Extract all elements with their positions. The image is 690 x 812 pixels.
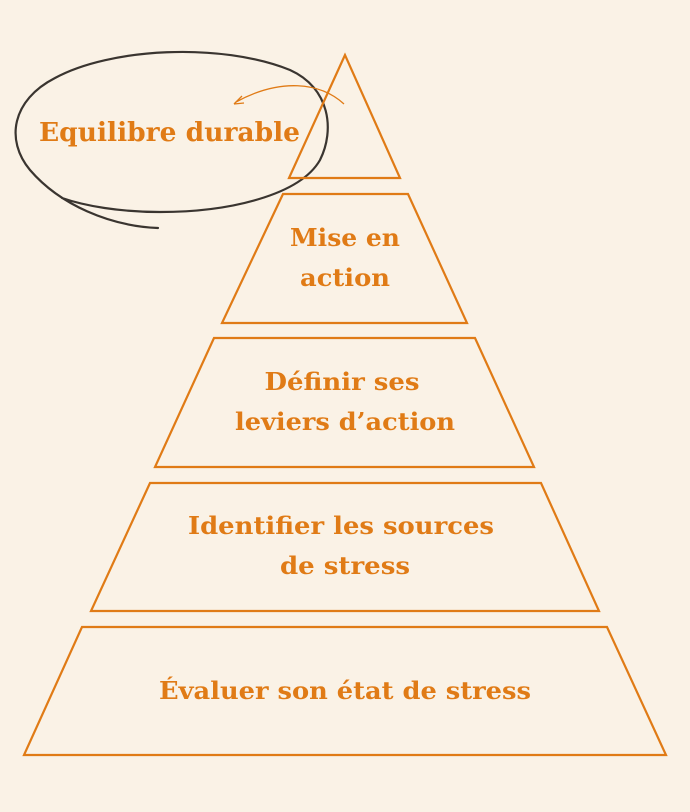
pyramid-level-2 [153,336,536,469]
level-1-line-2: action [300,263,390,292]
level-3-line-2: de stress [280,551,410,580]
level-2-line-1: Définir ses [265,367,420,396]
pyramid-apex [287,52,402,180]
arrow-head-icon [233,95,245,105]
pyramid-level-1 [220,192,469,325]
level-2-line-2: leviers d’action [235,407,455,436]
callout-ellipse [14,50,329,230]
callout-arrow [235,85,345,105]
level-1-line-1: Mise en [290,223,400,252]
level-4-line-1: Évaluer son état de stress [159,676,531,705]
callout-label: Equilibre durable [39,118,300,148]
pyramid-level-3 [89,481,601,613]
level-3-line-1: Identifier les sources [188,511,494,540]
pyramid-level-4 [22,625,668,757]
